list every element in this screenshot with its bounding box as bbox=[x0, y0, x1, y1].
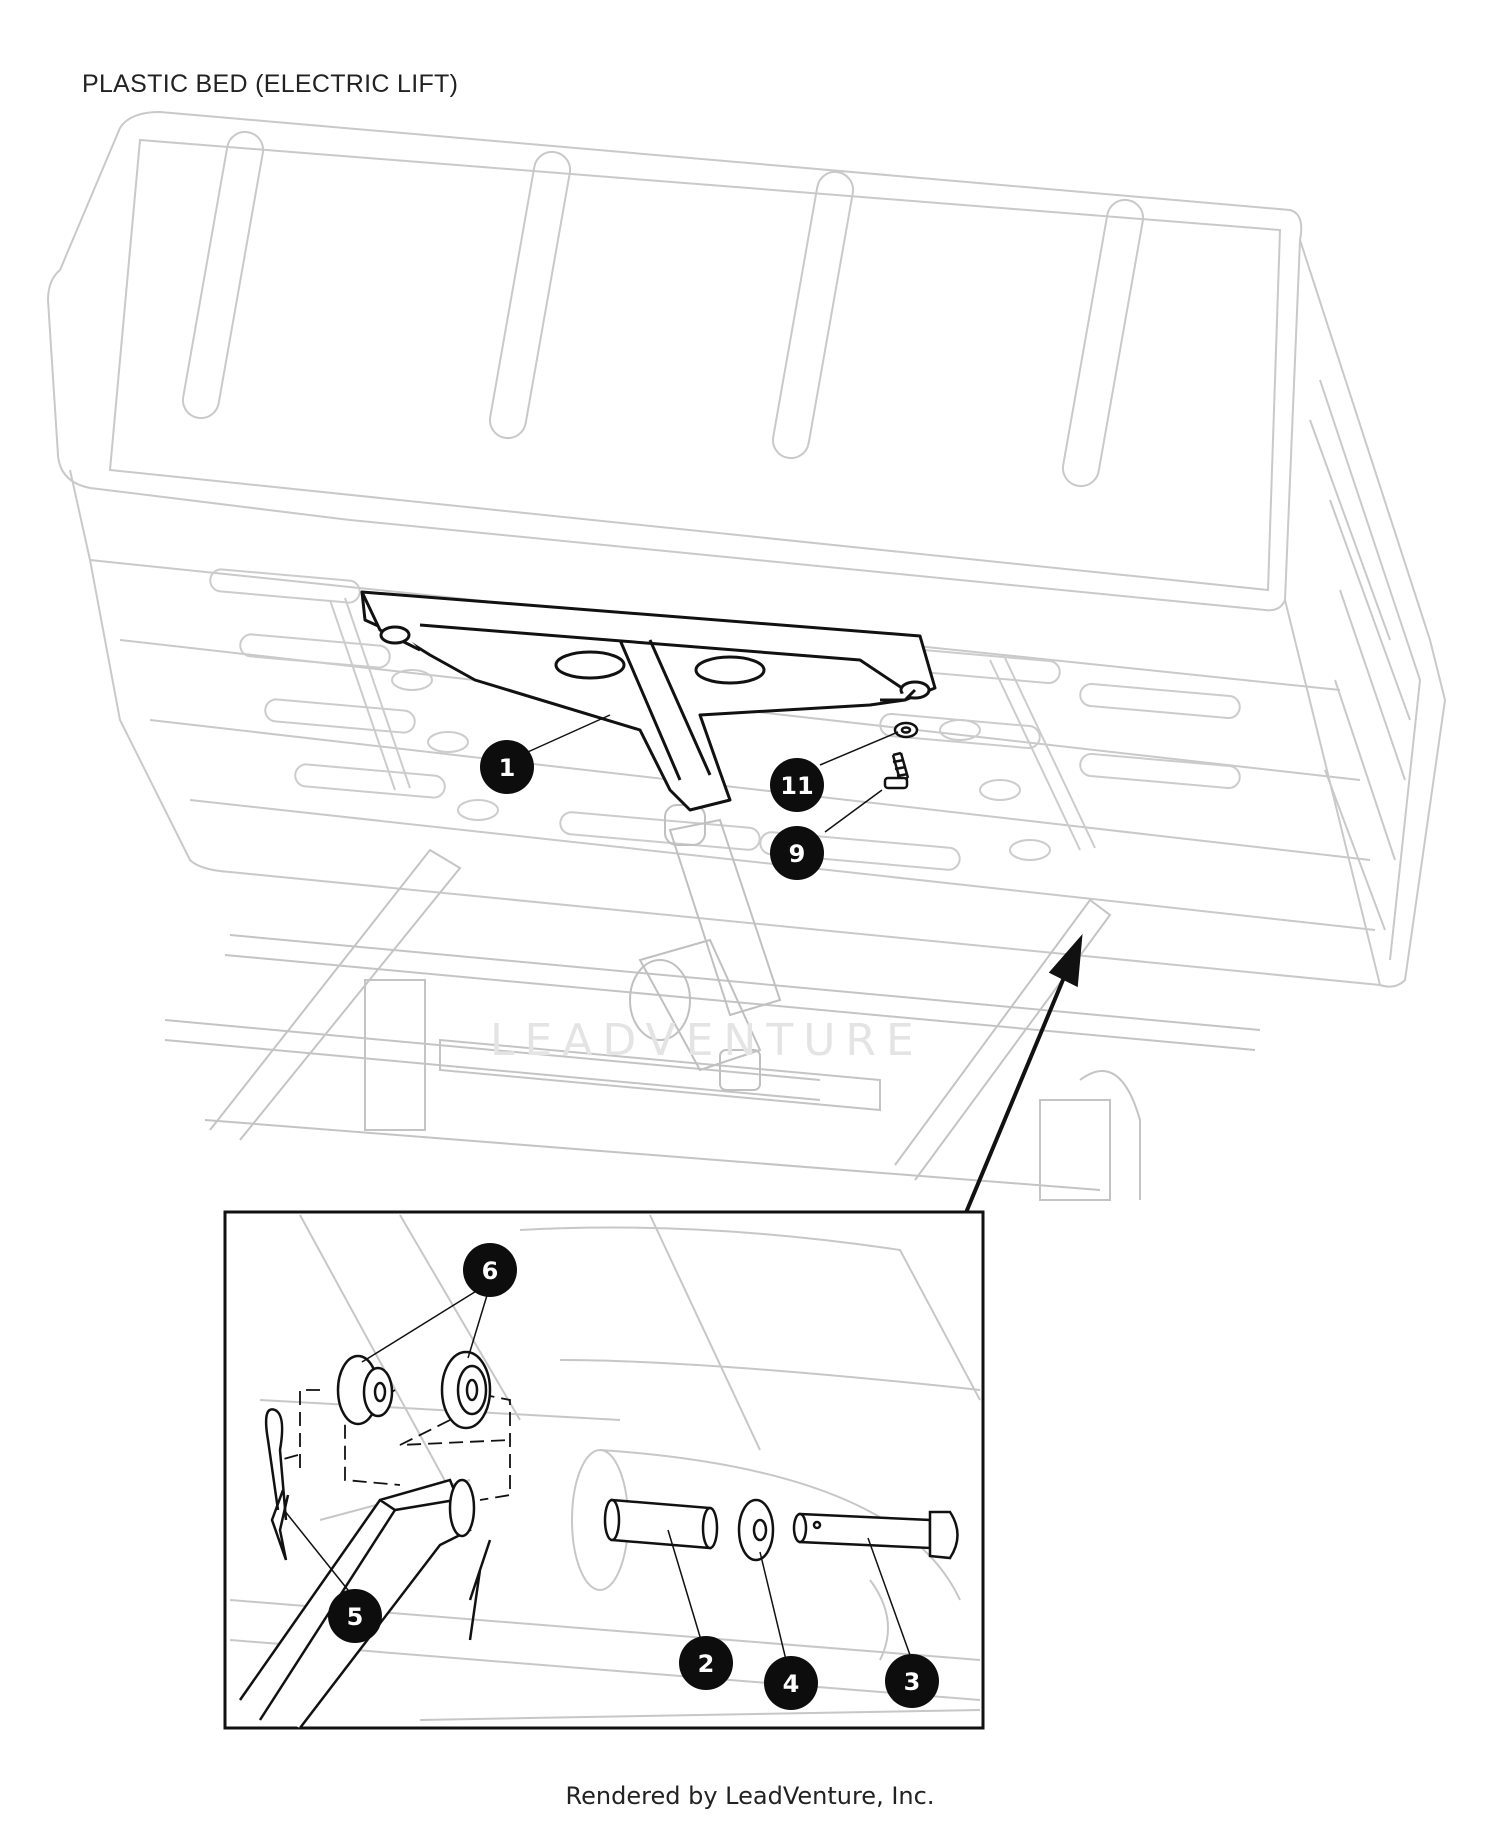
callout-2: 2 bbox=[679, 1636, 733, 1690]
detail-inset bbox=[223, 1210, 985, 1730]
callout-4-label: 4 bbox=[783, 1670, 800, 1698]
bolt-part-9 bbox=[883, 721, 919, 790]
callout-6: 6 bbox=[463, 1243, 517, 1297]
bed-slots bbox=[181, 130, 1145, 488]
callout-3: 3 bbox=[885, 1654, 939, 1708]
callout-11-label: 11 bbox=[780, 772, 813, 800]
callout-6-label: 6 bbox=[482, 1257, 499, 1285]
clevis-pin-part-3 bbox=[792, 1510, 959, 1560]
callout-5: 5 bbox=[328, 1589, 382, 1643]
callout-11: 11 bbox=[770, 758, 824, 812]
lift-actuator bbox=[629, 804, 782, 1091]
callout-9-label: 9 bbox=[789, 840, 806, 868]
callout-3-label: 3 bbox=[904, 1668, 921, 1696]
washer-part-4 bbox=[737, 1498, 775, 1562]
callout-5-label: 5 bbox=[347, 1603, 364, 1631]
detail-arrow bbox=[963, 934, 1083, 1216]
washer-part-6 bbox=[336, 1350, 492, 1430]
pivot-tube-part-2 bbox=[603, 1498, 719, 1550]
diagram-title: PLASTIC BED (ELECTRIC LIFT) bbox=[82, 70, 459, 98]
callout-1-label: 1 bbox=[499, 754, 516, 782]
bracket-part-1 bbox=[360, 590, 937, 812]
watermark-text: LEADVENTURE bbox=[490, 1015, 924, 1066]
bed-outline bbox=[46, 110, 1447, 988]
bed-underside-ribs bbox=[209, 568, 1241, 871]
footer-credit: Rendered by LeadVenture, Inc. bbox=[565, 1782, 935, 1810]
callout-4: 4 bbox=[764, 1656, 818, 1710]
hairpin-part-5 bbox=[264, 1408, 290, 1561]
callout-9: 9 bbox=[770, 826, 824, 880]
callout-2-label: 2 bbox=[698, 1650, 715, 1678]
chassis-frame bbox=[164, 848, 1261, 1201]
callout-1: 1 bbox=[480, 740, 534, 794]
